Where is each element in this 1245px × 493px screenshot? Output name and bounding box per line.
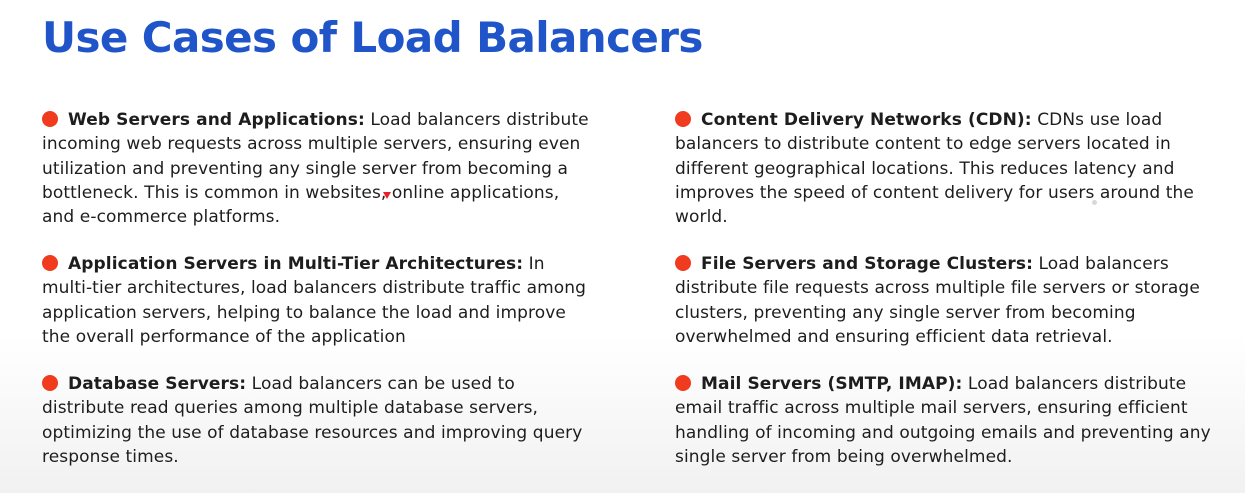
mouse-cursor-icon (1092, 200, 1097, 205)
bullet-text: Load balancers distribute incoming web r… (42, 110, 589, 228)
bullet-database-servers: Database Servers: Load balancers can be … (42, 372, 590, 469)
bullet-term: Application Servers in Multi-Tier Archit… (68, 254, 524, 274)
bullet-term: Web Servers and Applications: (68, 110, 365, 130)
bullet-term: Database Servers: (68, 374, 247, 394)
bullet-text: Load balancers can be used to distribute… (42, 374, 583, 467)
bullet-web-servers: Web Servers and Applications: Load balan… (42, 108, 590, 229)
bullet-dot-icon (42, 111, 58, 127)
bullet-term: Mail Servers (SMTP, IMAP): (701, 374, 963, 394)
bullet-text: In multi-tier architectures, load balanc… (42, 254, 587, 347)
bullet-dot-icon (42, 255, 58, 271)
slide-title: Use Cases of Load Balancers (42, 13, 703, 62)
bullet-term: Content Delivery Networks (CDN): (701, 110, 1032, 130)
bullet-cdn: Content Delivery Networks (CDN): CDNs us… (675, 108, 1223, 229)
laser-pointer-icon (383, 192, 391, 199)
bullet-text: Load balancers distribute file requests … (675, 254, 1200, 347)
bullet-application-servers: Application Servers in Multi-Tier Archit… (42, 252, 590, 349)
bullet-dot-icon (675, 255, 691, 271)
bullet-text: Load balancers distribute email traffic … (675, 374, 1211, 467)
bullet-file-servers: File Servers and Storage Clusters: Load … (675, 252, 1223, 349)
bullet-mail-servers: Mail Servers (SMTP, IMAP): Load balancer… (675, 372, 1223, 469)
bullet-text: CDNs use load balancers to distribute co… (675, 110, 1194, 228)
bullet-dot-icon (675, 111, 691, 127)
bullet-dot-icon (42, 375, 58, 391)
bullet-dot-icon (675, 375, 691, 391)
bullet-term: File Servers and Storage Clusters: (701, 254, 1033, 274)
